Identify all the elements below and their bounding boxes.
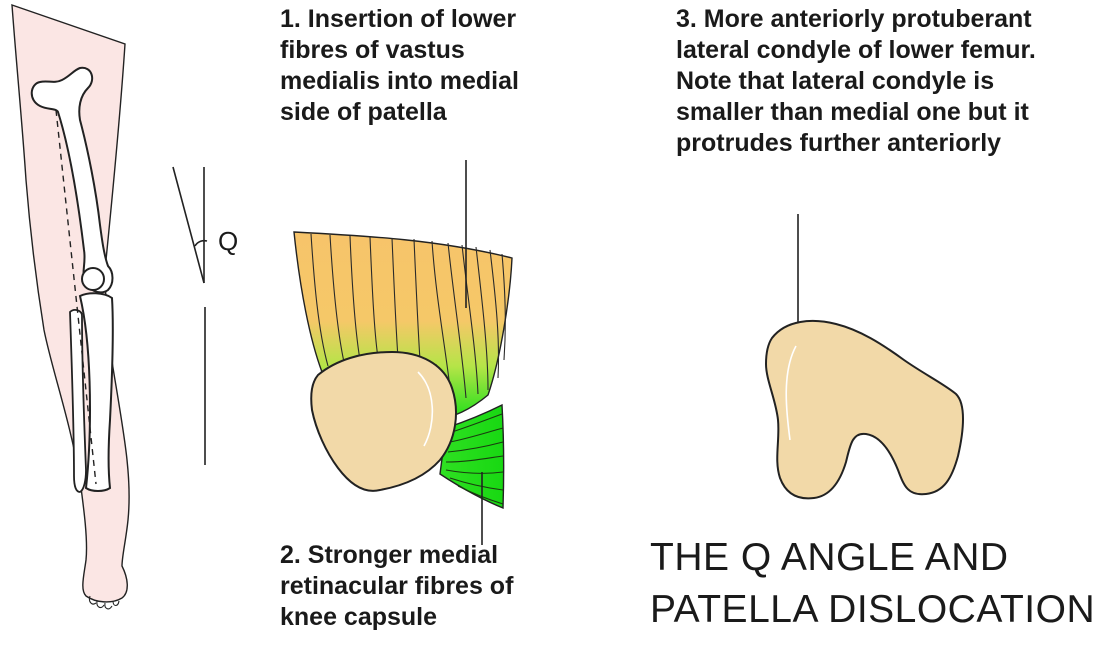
q-angle-symbol [173,167,207,465]
label-vastus-medialis: 1. Insertion of lower fibres of vastus m… [280,4,519,128]
patella-bone [311,352,456,491]
leg-illustration [12,5,129,609]
patella-small [82,268,104,290]
label-medial-retinaculum: 2. Stronger medial retinacular fibres of… [280,540,513,633]
diagram-title: THE Q ANGLE AND PATELLA DISLOCATION [650,532,1095,636]
label-lateral-condyle: 3. More anteriorly protuberant lateral c… [676,4,1036,159]
q-angle-label: Q [218,226,238,257]
